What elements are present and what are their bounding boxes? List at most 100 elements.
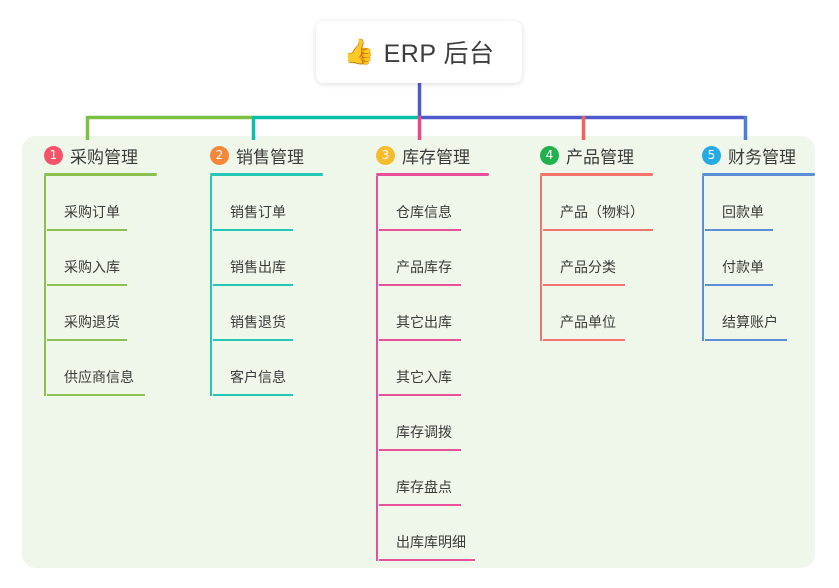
- leaf-item[interactable]: 库存盘点: [365, 451, 489, 506]
- leaf-label: 库存盘点: [396, 479, 452, 495]
- branch-title-2: 销售管理: [236, 147, 304, 167]
- leaf-label: 销售出库: [230, 259, 286, 275]
- branch-column-4: 4 产品管理产品（物料） 产品分类产品单位: [526, 141, 653, 341]
- branch-header-1[interactable]: 1 采购管理: [30, 141, 157, 169]
- branch-spine-4: [540, 176, 542, 341]
- leaf-label: 其它出库: [396, 314, 452, 330]
- leaf-item[interactable]: 采购退货: [33, 286, 157, 341]
- leaf-label: 仓库信息: [396, 204, 452, 220]
- leaf-rule: [705, 284, 773, 286]
- branch-items-5: 回款单付款单结算账户: [688, 176, 815, 341]
- branch-badge-3: 3: [376, 145, 395, 165]
- branch-rule-3: [376, 173, 489, 176]
- branch-title-3: 库存管理: [402, 147, 470, 167]
- leaf-rule: [47, 394, 145, 396]
- leaf-item[interactable]: 产品分类: [529, 231, 653, 286]
- leaf-label: 产品单位: [560, 314, 616, 330]
- leaf-rule: [47, 339, 127, 341]
- leaf-item[interactable]: 其它入库: [365, 341, 489, 396]
- leaf-item[interactable]: 销售出库: [199, 231, 323, 286]
- leaf-label: 产品（物料）: [560, 204, 644, 220]
- leaf-item[interactable]: 销售订单: [199, 176, 323, 231]
- leaf-label: 回款单: [722, 204, 764, 220]
- leaf-rule: [213, 394, 293, 396]
- leaf-rule: [705, 229, 773, 231]
- branch-spine-2: [210, 176, 212, 396]
- leaf-label: 销售订单: [230, 204, 286, 220]
- branch-rule-4: [540, 173, 653, 176]
- branch-header-2[interactable]: 2 销售管理: [196, 141, 323, 169]
- branch-badge-2: 2: [210, 145, 229, 165]
- branch-items-4: 产品（物料） 产品分类产品单位: [526, 176, 653, 341]
- leaf-rule: [213, 339, 293, 341]
- leaf-rule: [379, 504, 461, 506]
- leaf-item[interactable]: 出库库明细: [365, 506, 489, 561]
- thumbs-up-icon: 👍: [343, 37, 375, 66]
- branch-title-4: 产品管理: [566, 147, 634, 167]
- leaf-item[interactable]: 库存调拨: [365, 396, 489, 451]
- leaf-rule: [47, 229, 127, 231]
- leaf-rule: [213, 284, 293, 286]
- leaf-item[interactable]: 销售退货: [199, 286, 323, 341]
- leaf-item[interactable]: 付款单: [691, 231, 815, 286]
- leaf-item[interactable]: 采购入库: [33, 231, 157, 286]
- leaf-rule: [47, 284, 127, 286]
- leaf-rule: [705, 339, 787, 341]
- leaf-rule: [213, 229, 293, 231]
- leaf-label: 产品分类: [560, 259, 616, 275]
- leaf-item[interactable]: 产品（物料）: [529, 176, 653, 231]
- leaf-item[interactable]: 结算账户: [691, 286, 815, 341]
- root-title: ERP 后台: [383, 40, 495, 68]
- branch-column-2: 2 销售管理销售订单销售出库销售退货客户信息: [196, 141, 323, 396]
- leaf-item[interactable]: 采购订单: [33, 176, 157, 231]
- leaf-label: 付款单: [722, 259, 764, 275]
- leaf-label: 采购订单: [64, 204, 120, 220]
- branch-column-3: 3 库存管理仓库信息产品库存其它出库其它入库库存调拨库存盘点出库库明细: [362, 141, 489, 561]
- leaf-label: 库存调拨: [396, 424, 452, 440]
- leaf-item[interactable]: 仓库信息: [365, 176, 489, 231]
- branch-rule-5: [702, 173, 815, 176]
- branch-items-1: 采购订单采购入库采购退货供应商信息: [30, 176, 157, 396]
- branch-rule-2: [210, 173, 323, 176]
- leaf-label: 其它入库: [396, 369, 452, 385]
- leaf-label: 产品库存: [396, 259, 452, 275]
- branch-title-1: 采购管理: [70, 147, 138, 167]
- leaf-rule: [379, 339, 461, 341]
- branch-header-5[interactable]: 5 财务管理: [688, 141, 815, 169]
- branch-header-4[interactable]: 4 产品管理: [526, 141, 653, 169]
- leaf-label: 结算账户: [722, 314, 778, 330]
- branch-spine-1: [44, 176, 46, 396]
- leaf-rule: [379, 229, 461, 231]
- leaf-rule: [543, 339, 625, 341]
- leaf-item[interactable]: 客户信息: [199, 341, 323, 396]
- leaf-rule: [379, 559, 475, 561]
- leaf-rule: [543, 229, 653, 231]
- branch-badge-1: 1: [44, 145, 63, 165]
- branch-rule-1: [44, 173, 157, 176]
- branch-badge-5: 5: [702, 145, 721, 165]
- leaf-item[interactable]: 其它出库: [365, 286, 489, 341]
- branch-column-5: 5 财务管理回款单付款单结算账户: [688, 141, 815, 341]
- leaf-rule: [379, 394, 461, 396]
- root-node[interactable]: 👍 ERP 后台: [316, 21, 522, 83]
- leaf-rule: [379, 449, 461, 451]
- branch-badge-4: 4: [540, 145, 559, 165]
- leaf-label: 出库库明细: [396, 534, 466, 550]
- leaf-label: 采购退货: [64, 314, 120, 330]
- leaf-item[interactable]: 回款单: [691, 176, 815, 231]
- leaf-label: 客户信息: [230, 369, 286, 385]
- branch-items-3: 仓库信息产品库存其它出库其它入库库存调拨库存盘点出库库明细: [362, 176, 489, 561]
- branch-header-3[interactable]: 3 库存管理: [362, 141, 489, 169]
- branch-spine-3: [376, 176, 378, 561]
- leaf-label: 供应商信息: [64, 369, 134, 385]
- diagram-panel: [22, 136, 815, 568]
- branch-title-5: 财务管理: [728, 147, 796, 167]
- branch-column-1: 1 采购管理采购订单采购入库采购退货供应商信息: [30, 141, 157, 396]
- branch-items-2: 销售订单销售出库销售退货客户信息: [196, 176, 323, 396]
- leaf-label: 采购入库: [64, 259, 120, 275]
- leaf-rule: [379, 284, 461, 286]
- leaf-item[interactable]: 产品库存: [365, 231, 489, 286]
- branch-spine-5: [702, 176, 704, 341]
- leaf-item[interactable]: 产品单位: [529, 286, 653, 341]
- leaf-item[interactable]: 供应商信息: [33, 341, 157, 396]
